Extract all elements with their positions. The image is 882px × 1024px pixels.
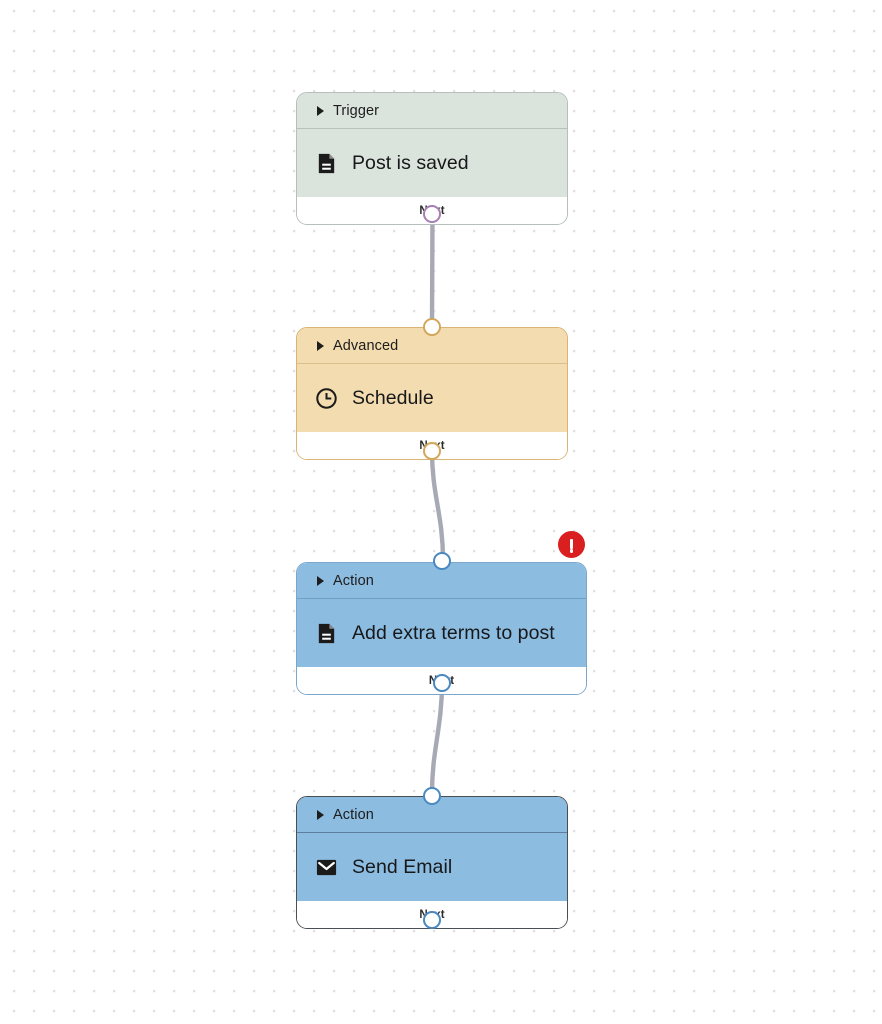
- envelope-icon: [316, 859, 337, 875]
- node-divider: [297, 128, 567, 130]
- node-body-action-send-email[interactable]: Send Email: [297, 833, 567, 902]
- document-icon: [318, 153, 335, 173]
- node-divider: [297, 363, 567, 365]
- node-divider: [297, 832, 567, 834]
- node-category-label: Action: [333, 572, 374, 589]
- error-exclamation-dot: [569, 549, 574, 553]
- disclosure-triangle-icon[interactable]: [317, 105, 324, 116]
- port-action-add-terms-input[interactable]: [433, 552, 451, 570]
- workflow-node-action-send-email[interactable]: Action Send Email Next: [296, 796, 568, 930]
- node-body-advanced[interactable]: Schedule: [297, 364, 567, 433]
- workflow-node-advanced[interactable]: Advanced Schedule Next: [296, 327, 568, 461]
- node-body-trigger[interactable]: Post is saved: [297, 129, 567, 198]
- node-title: Add extra terms to post: [352, 621, 555, 644]
- connector-trigger-to-advanced: [429, 211, 435, 328]
- node-category-label: Trigger: [333, 102, 380, 119]
- node-title: Send Email: [352, 855, 453, 878]
- port-advanced-input[interactable]: [423, 318, 441, 336]
- port-trigger-output[interactable]: [423, 205, 441, 223]
- node-category-label: Advanced: [333, 337, 399, 354]
- workflow-node-action-add-terms[interactable]: Action Add extra terms to post Next: [296, 562, 587, 696]
- connector-action-add-terms-to-send-email: [429, 680, 445, 796]
- port-advanced-output[interactable]: [423, 442, 441, 460]
- document-icon: [318, 623, 335, 643]
- disclosure-triangle-icon[interactable]: [317, 575, 324, 586]
- node-error-badge[interactable]: [558, 531, 585, 558]
- port-action-send-email-input[interactable]: [423, 787, 441, 805]
- disclosure-triangle-icon[interactable]: [317, 809, 324, 820]
- node-title: Schedule: [352, 386, 434, 409]
- error-exclamation-icon: [569, 538, 574, 549]
- port-action-send-email-output[interactable]: [423, 911, 441, 929]
- node-divider: [297, 598, 586, 600]
- port-action-add-terms-output[interactable]: [433, 674, 451, 692]
- connector-advanced-to-action-add-terms: [429, 448, 446, 563]
- node-header-action-add-terms[interactable]: Action: [297, 563, 586, 598]
- node-body-action-add-terms[interactable]: Add extra terms to post: [297, 599, 586, 668]
- disclosure-triangle-icon[interactable]: [317, 340, 324, 351]
- node-header-trigger[interactable]: Trigger: [297, 93, 567, 128]
- node-title: Post is saved: [352, 151, 469, 174]
- node-category-label: Action: [333, 806, 374, 823]
- clock-icon: [316, 387, 337, 409]
